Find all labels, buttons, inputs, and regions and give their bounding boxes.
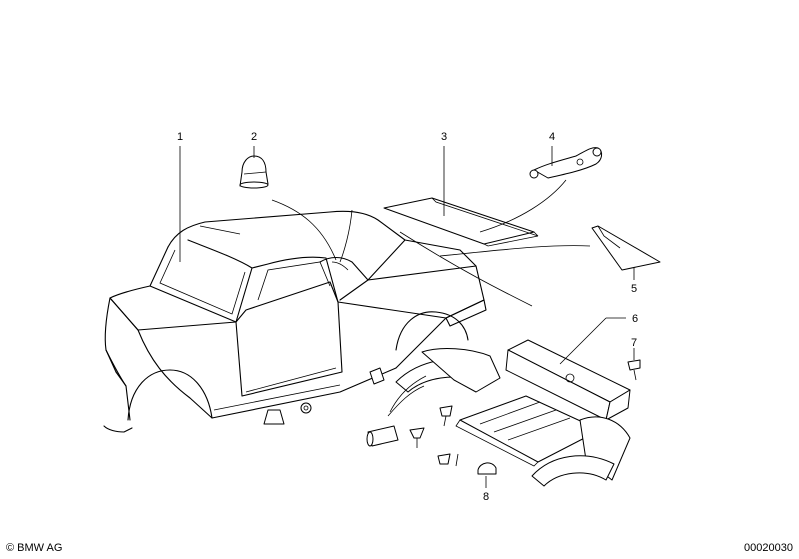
part-4-strap [529,147,603,179]
callout-label-8: 8 [483,491,489,503]
wheel-arch-liners [395,348,615,487]
callout-8: 8 [483,476,489,503]
part-3-panel [383,197,539,247]
fasteners [263,359,641,475]
callout-label-5: 5 [631,283,637,295]
callout-label-7: 7 [631,337,637,349]
leader-arrows [271,179,591,417]
callout-1: 1 [177,131,183,262]
car-body-illustration [103,210,487,433]
callout-2: 2 [251,131,257,158]
callout-label-6: 6 [632,313,638,325]
callout-4: 4 [549,131,555,166]
floor-pan [455,395,631,481]
callout-label-4: 4 [549,131,555,143]
part-2-cap [239,155,269,189]
part-6-box [505,339,631,421]
part-5-triangle-panel [591,225,661,271]
callout-label-2: 2 [251,131,257,143]
callout-label-1: 1 [177,131,183,143]
callout-3: 3 [441,131,447,216]
callout-label-3: 3 [441,131,447,143]
diagram-number: 00020030 [744,542,793,554]
copyright-text: © BMW AG [6,542,62,554]
callout-6: 6 [559,313,638,365]
callout-7: 7 [631,337,637,360]
callout-5: 5 [631,268,637,295]
